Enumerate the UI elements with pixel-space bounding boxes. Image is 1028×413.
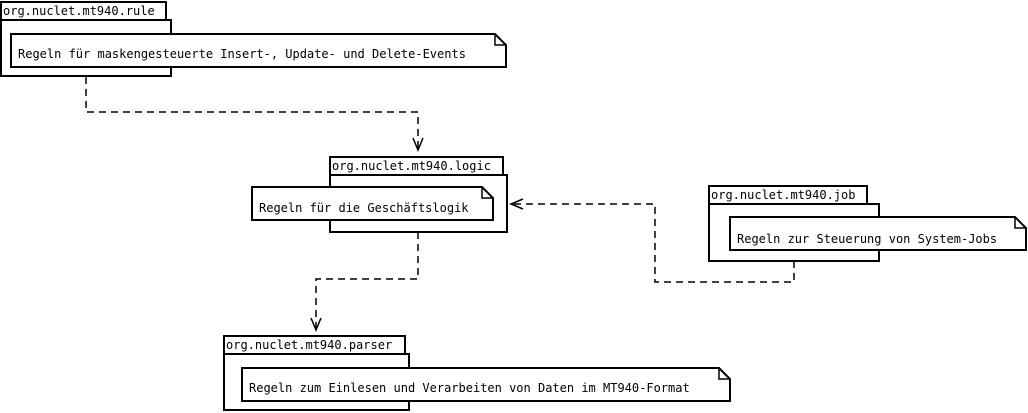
package-name: org.nuclet.mt940.rule — [3, 4, 155, 18]
note-shape — [729, 216, 1027, 251]
package-logic[interactable]: org.nuclet.mt940.logic Regeln für die Ge… — [251, 156, 508, 233]
note-text: Regeln zur Steuerung von System-Jobs — [737, 232, 997, 246]
arrowhead-icon — [509, 198, 524, 210]
package-tab — [223, 335, 406, 355]
note-fold-icon — [718, 368, 730, 380]
package-parser[interactable]: org.nuclet.mt940.parser Regeln zum Einle… — [223, 335, 731, 411]
arrowhead-icon — [310, 317, 322, 332]
package-tab — [708, 185, 868, 205]
dependency-job-to-logic — [509, 198, 795, 283]
note-text: Regeln für die Geschäftslogik — [259, 201, 469, 215]
arrowhead-icon — [412, 137, 424, 152]
dependency-line — [511, 203, 795, 283]
dependency-line — [315, 232, 419, 330]
dependency-rule-to-logic — [85, 77, 424, 152]
package-note: Regeln für die Geschäftslogik — [251, 186, 494, 221]
note-fold-icon — [494, 34, 506, 46]
note-text: Regeln zum Einlesen und Verarbeiten von … — [249, 381, 690, 395]
note-fold-icon — [1014, 217, 1026, 229]
package-name: org.nuclet.mt940.logic — [332, 159, 491, 173]
package-note: Regeln für maskengesteuerte Insert-, Upd… — [10, 33, 507, 68]
package-tab — [0, 1, 167, 21]
dependency-logic-to-parser — [310, 232, 419, 332]
note-shape — [241, 367, 731, 402]
package-name: org.nuclet.mt940.parser — [226, 338, 392, 352]
package-job[interactable]: org.nuclet.mt940.job Regeln zur Steuerun… — [708, 185, 1027, 262]
package-note: Regeln zum Einlesen und Verarbeiten von … — [241, 367, 731, 402]
note-shape — [251, 186, 494, 221]
package-name: org.nuclet.mt940.job — [711, 188, 856, 202]
note-fold-icon — [481, 187, 493, 199]
package-rule[interactable]: org.nuclet.mt940.rule Regeln für maskeng… — [0, 1, 507, 77]
note-shape — [10, 33, 507, 68]
note-text: Regeln für maskengesteuerte Insert-, Upd… — [18, 47, 466, 61]
package-tab — [329, 156, 504, 176]
dependency-line — [85, 77, 419, 150]
package-note: Regeln zur Steuerung von System-Jobs — [729, 216, 1027, 251]
